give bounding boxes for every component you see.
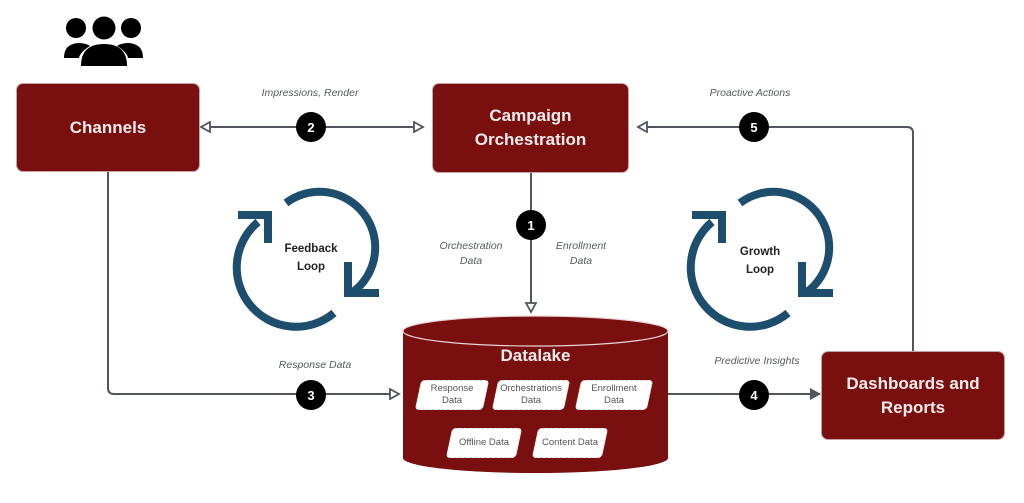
edge-label-impressions-render: Impressions, Render bbox=[261, 87, 359, 99]
users-group-icon bbox=[64, 16, 143, 66]
dashboards-reports-node[interactable]: Dashboards and Reports bbox=[822, 352, 1004, 439]
step-badge-4: 4 bbox=[739, 380, 769, 410]
step-badge-1: 1 bbox=[516, 210, 546, 240]
channels-label: Channels bbox=[69, 117, 147, 137]
step-badge-2: 2 bbox=[296, 112, 326, 142]
edge-label-proactive-actions: Proactive Actions bbox=[709, 87, 791, 99]
edge-label-predictive-insights: Predictive Insights bbox=[714, 355, 800, 367]
datalake-item-offline-data: Offline Data bbox=[449, 428, 519, 458]
campaign-orchestration-node[interactable]: Campaign Orchestration bbox=[433, 84, 628, 172]
campaign-orchestration-label: Campaign Orchestration bbox=[455, 104, 606, 152]
datalake-title: Datalake bbox=[500, 346, 571, 365]
edge-label-response-data: Response Data bbox=[278, 359, 352, 371]
feedback-loop-icon bbox=[232, 187, 380, 331]
dashboards-label-line1: Dashboards and bbox=[846, 373, 980, 393]
campaign-label-line2: Orchestration bbox=[474, 130, 587, 149]
dashboards-label-line2: Reports bbox=[880, 397, 946, 417]
dashboards-reports-label: Dashboards and Reports bbox=[826, 372, 999, 420]
campaign-label-line1: Campaign bbox=[489, 106, 572, 125]
step-badge-3: 3 bbox=[296, 380, 326, 410]
step-badge-5: 5 bbox=[739, 112, 769, 142]
edge-channels-datalake bbox=[107, 171, 399, 394]
edge-dashboards-campaign bbox=[638, 127, 914, 352]
channels-node[interactable]: Channels bbox=[17, 84, 199, 171]
growth-loop-icon bbox=[686, 187, 834, 331]
datalake-item-content-data: Content Data bbox=[535, 428, 605, 458]
